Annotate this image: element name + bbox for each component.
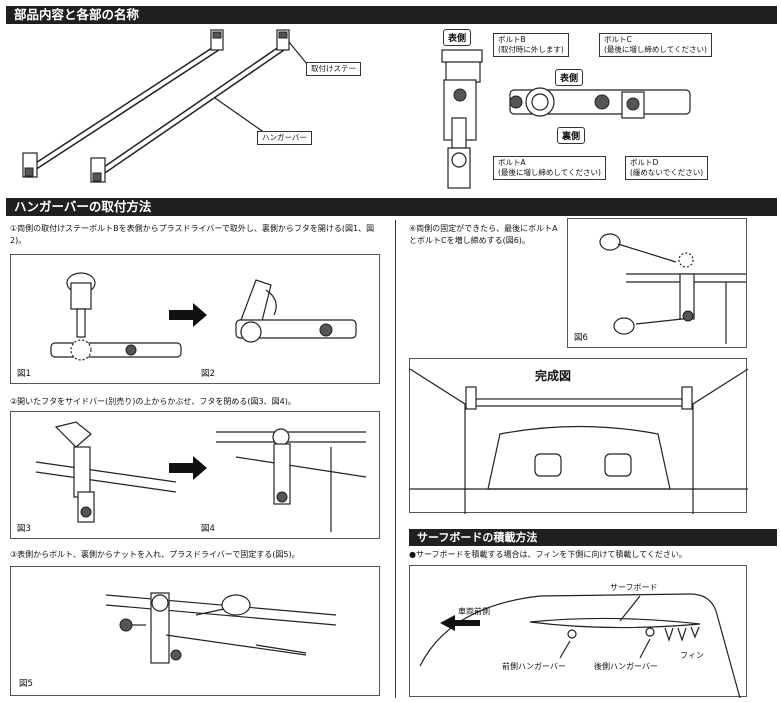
arrow-icon — [169, 303, 207, 327]
stay-closeup-illustration — [441, 49, 691, 189]
figure-1-caption: 図1 — [17, 369, 31, 379]
bolt-c-name: ボルトC — [604, 35, 632, 44]
figure-3-4-box: 図3 図4 — [10, 411, 380, 539]
completed-figure-box: 完成図 — [409, 358, 749, 514]
step-3-text: ③表側からボルト、裏側からナットを入れ、プラスドライバーで固定する(図5)。 — [10, 550, 300, 559]
figure-5-caption: 図5 — [19, 679, 33, 689]
completed-car-interior-illustration — [409, 368, 749, 514]
completed-figure-title: 完成図 — [535, 369, 572, 383]
front-hanger-bar-label: 前側ハンガーバー — [502, 662, 566, 671]
figure-5-illustration — [105, 592, 337, 664]
figure-1-illustration — [50, 272, 182, 361]
bolt-d-note: (緩めないでください) — [630, 168, 704, 177]
back-side-tag: 裏側 — [557, 127, 586, 144]
step-1-text: ①両側の取付けステーボルトBを表側からプラスドライバーで取外し、裏側からフタを開… — [10, 224, 375, 245]
figure-4-illustration — [216, 428, 367, 532]
bolt-a-name: ボルトA — [498, 158, 526, 167]
figure-4-caption: 図4 — [201, 524, 215, 534]
hanger-bar-label: ハンガーバー — [257, 131, 312, 145]
section-header-install: ハンガーバーの取付方法 — [6, 198, 777, 216]
surfboard-label: サーフボード — [610, 583, 658, 592]
bolt-c-label: ボルトC (最後に増し締めしてください) — [599, 33, 712, 57]
surf-note: ●サーフボードを積載する場合は、フィンを下側に向けて積載してください。 — [409, 550, 687, 559]
figure-2-caption: 図2 — [201, 369, 215, 379]
hanger-bars-illustration — [22, 29, 308, 183]
bolt-b-note: (取付時に外します) — [498, 45, 564, 54]
surf-figure-box: サーフボード 車両前側 前側ハンガーバー 後側ハンガーバー フィン — [409, 565, 747, 699]
figure-3-illustration — [35, 421, 177, 523]
front-side-tag: 表側 — [555, 69, 584, 86]
vehicle-front-label: 車両前側 — [458, 607, 490, 616]
step-4-text: ④両側の固定ができたら、最後にボルトAとボルトCを増し締めする(図6)。 — [409, 224, 558, 245]
figure-6-illustration — [599, 233, 746, 344]
front-side-tag-top: 表側 — [443, 29, 472, 46]
bolt-b-name: ボルトB — [498, 35, 526, 44]
stay-label: 取付けステー — [306, 62, 361, 76]
bolt-a-note: (最後に増し締めしてください) — [498, 168, 601, 177]
bolt-d-label: ボルトD (緩めないでください) — [625, 156, 709, 180]
step-2-text: ②開いたフタをサイドバー(別売り)の上からかぶせ、フタを閉める(図3、図4)。 — [10, 397, 296, 406]
figure-2-illustration — [235, 279, 357, 343]
fin-label: フィン — [680, 651, 704, 660]
figure-6-box: 図6 — [567, 218, 747, 348]
bolt-c-note: (最後に増し締めしてください) — [604, 45, 707, 54]
bolt-a-label: ボルトA (最後に増し締めしてください) — [493, 156, 606, 180]
surfboard-on-car-illustration — [419, 593, 741, 699]
section-header-parts: 部品内容と各部の名称 — [6, 6, 777, 24]
figure-1-2-box: 図1 図2 — [10, 254, 380, 384]
figure-5-box: 図5 — [10, 566, 380, 696]
column-divider — [395, 220, 396, 698]
arrow-icon-2 — [169, 456, 207, 480]
figure-6-caption: 図6 — [574, 333, 588, 343]
bolt-b-label: ボルトB (取付時に外します) — [493, 33, 569, 57]
bolt-d-name: ボルトD — [630, 158, 659, 167]
rear-hanger-bar-label: 後側ハンガーバー — [594, 662, 658, 671]
figure-3-caption: 図3 — [17, 524, 31, 534]
section-header-surf: サーフボードの積載方法 — [409, 529, 777, 546]
